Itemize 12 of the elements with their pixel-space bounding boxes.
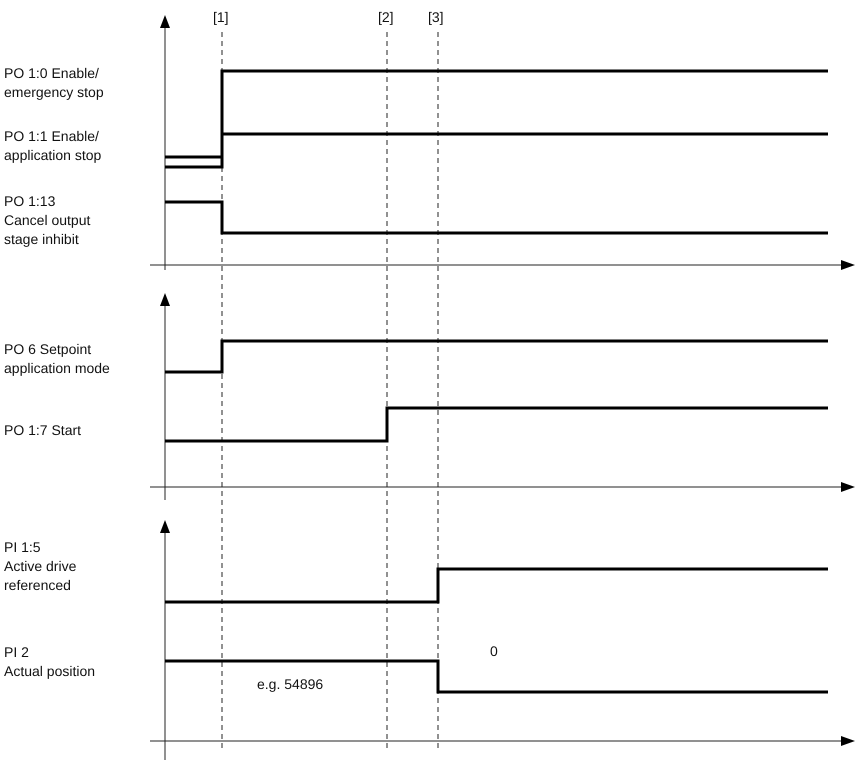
value-label: 0: [490, 642, 499, 661]
signal-name: PI 2: [4, 643, 30, 662]
value-label: e.g. 54896: [257, 675, 324, 694]
signal-name: PO 1:0 Enable/ emergency stop: [4, 64, 105, 102]
signal-name: Active drive referenced: [4, 557, 78, 595]
signal-name: PO 6 Setpoint application mode: [4, 340, 111, 378]
signal-name: PO 1:1 Enable/ application stop: [4, 127, 102, 165]
signal-name: Cancel output stage inhibit: [4, 211, 92, 249]
signal-name: Actual position: [4, 662, 96, 681]
signal-name: PI 1:5: [4, 538, 42, 557]
signal-name: PO 1:7 Start: [4, 421, 82, 440]
signal-name: PO 1:13: [4, 192, 56, 211]
